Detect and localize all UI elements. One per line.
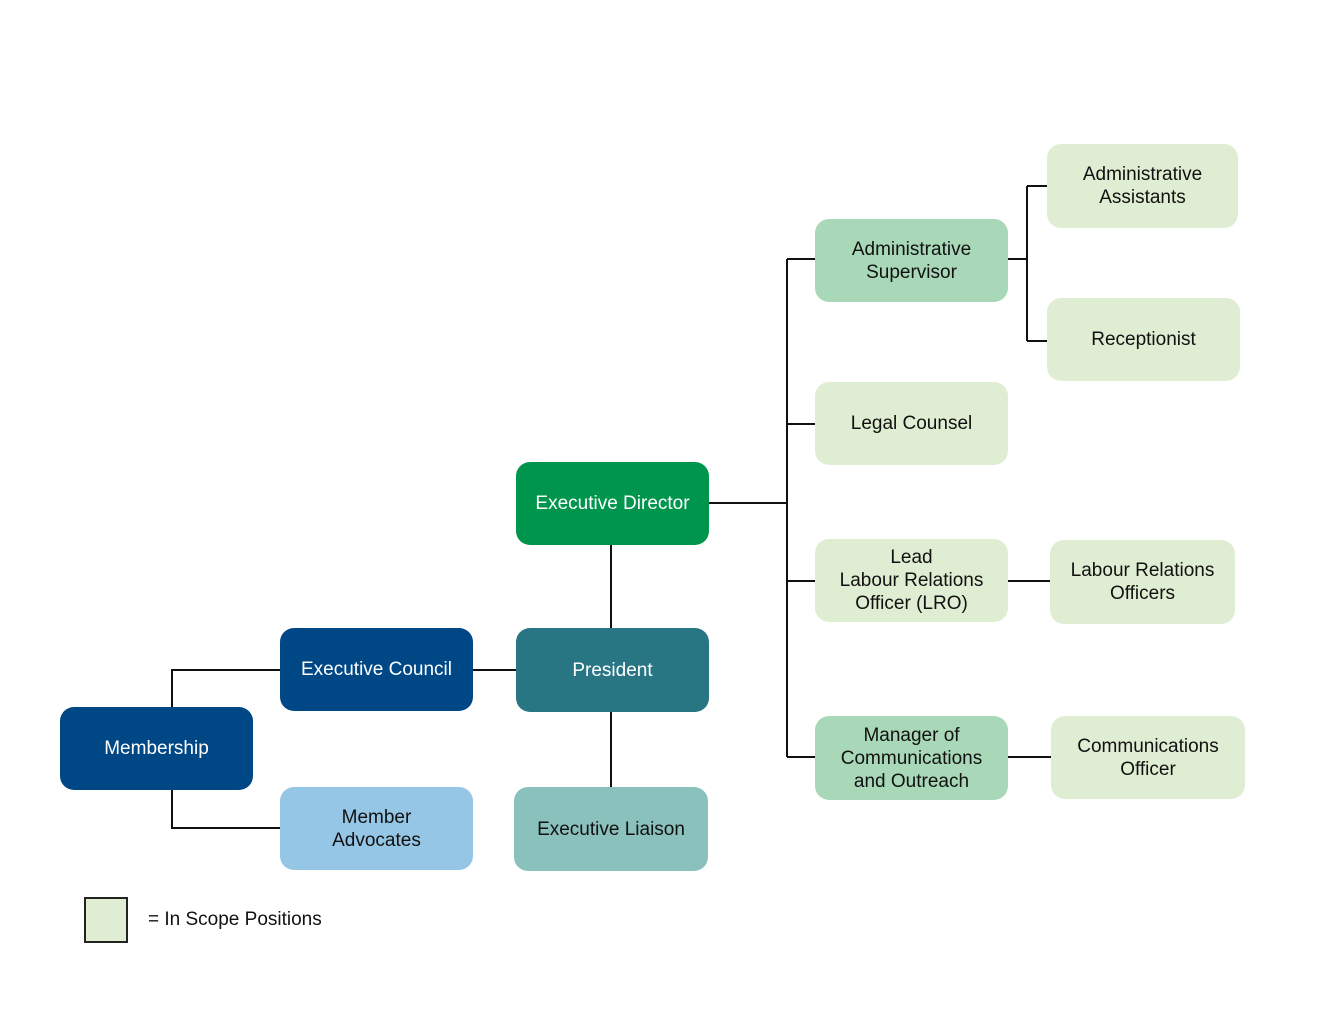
node-executive-council: Executive Council	[280, 628, 473, 711]
node-label: Member Advocates	[332, 806, 421, 851]
node-label: Membership	[104, 738, 209, 759]
node-receptionist: Receptionist	[1047, 298, 1240, 381]
node-communications-officer: Communications Officer	[1051, 716, 1245, 799]
node-label: Executive Liaison	[537, 818, 685, 840]
connector-membership-advocates	[171, 790, 280, 829]
node-label: President	[572, 659, 653, 681]
node-label: Lead Labour Relations Officer (LRO)	[839, 547, 984, 614]
legend-swatch	[84, 897, 128, 943]
node-lead-labour-relations-officer: Lead Labour Relations Officer (LRO)	[815, 539, 1008, 622]
node-label: Communications Officer	[1077, 735, 1219, 780]
connector-supervisor-branch	[1007, 185, 1047, 342]
node-label: Labour Relations Officers	[1070, 560, 1215, 604]
node-administrative-assistants: Administrative Assistants	[1047, 144, 1238, 228]
node-label: Executive Director	[535, 493, 690, 514]
node-labour-relations-officers: Labour Relations Officers	[1050, 540, 1235, 624]
node-administrative-supervisor: Administrative Supervisor	[815, 219, 1008, 302]
connector-membership-council	[171, 669, 280, 707]
node-executive-liaison: Executive Liaison	[514, 787, 708, 871]
node-membership: Membership	[60, 707, 253, 790]
node-label: Executive Council	[300, 659, 453, 680]
node-label: Manager of Communications and Outreach	[840, 724, 983, 792]
node-legal-counsel: Legal Counsel	[815, 382, 1008, 465]
node-manager-communications-outreach: Manager of Communications and Outreach	[815, 716, 1008, 800]
node-executive-director: Executive Director	[516, 462, 709, 545]
node-label: Legal Counsel	[850, 413, 973, 434]
legend-label: = In Scope Positions	[148, 909, 322, 930]
node-member-advocates: Member Advocates	[280, 787, 473, 870]
node-label: Receptionist	[1091, 329, 1196, 350]
node-label: Administrative Supervisor	[851, 238, 972, 283]
node-president: President	[516, 628, 709, 712]
node-label: Administrative Assistants	[1082, 164, 1203, 208]
